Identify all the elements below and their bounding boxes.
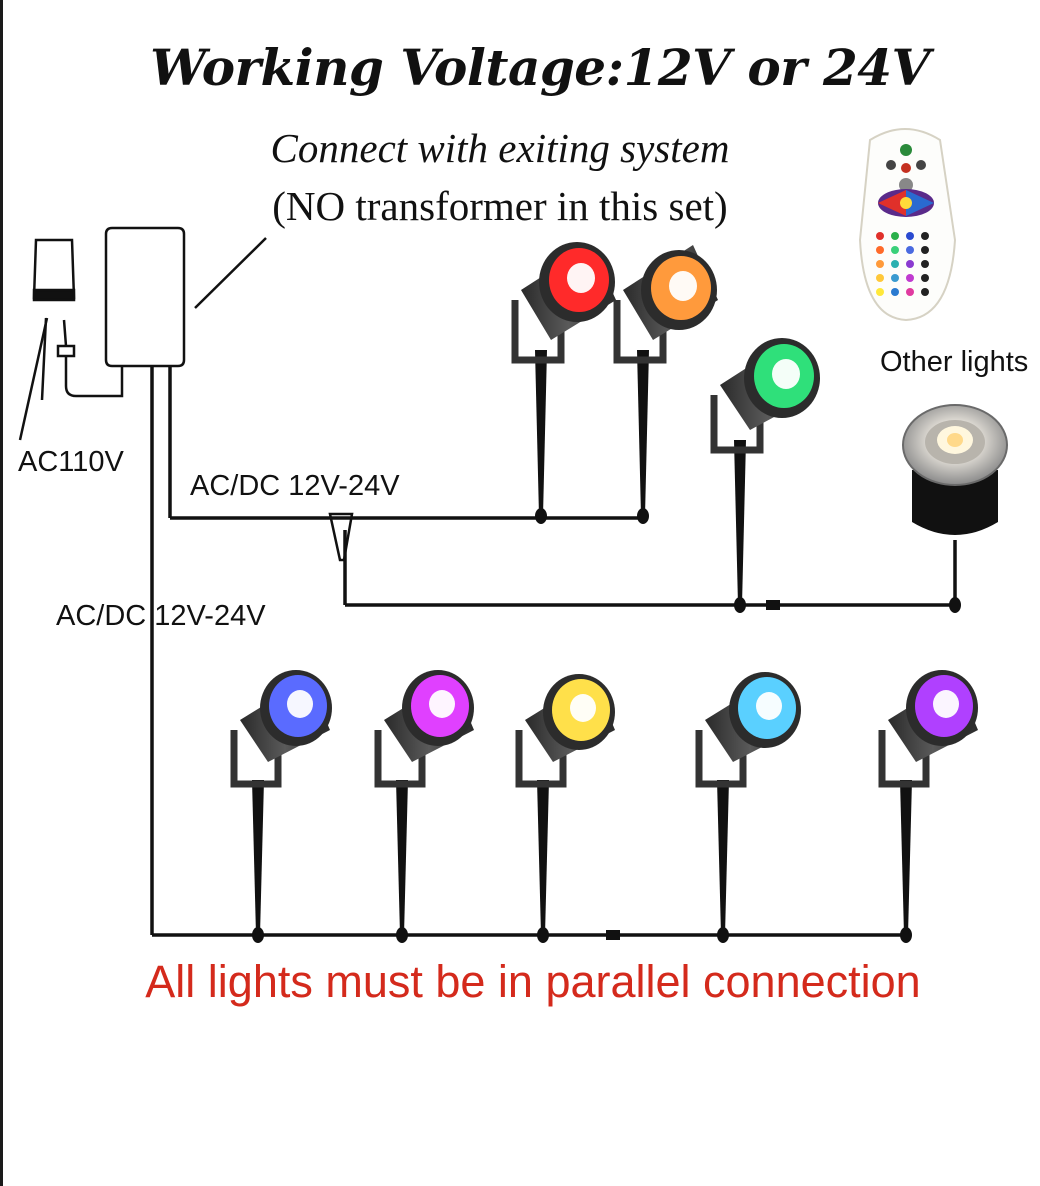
- spotlight-magenta: [374, 670, 474, 935]
- parallel-connection-note: All lights must be in parallel connectio…: [145, 956, 921, 1007]
- spotlight-cyan: [695, 672, 801, 935]
- subtitle-connect: Connect with exiting system: [270, 125, 730, 171]
- remote-color-buttons: [876, 232, 929, 296]
- left-frame-edge: [0, 0, 3, 1186]
- spotlight-orange: [613, 245, 718, 516]
- other-lights-label: Other lights: [880, 346, 1029, 378]
- subtitle-no-transformer: (NO transformer in this set): [272, 183, 728, 229]
- power-plug-icon: [18, 238, 124, 441]
- spotlight-green: [710, 338, 820, 605]
- wiring-lines: [150, 366, 957, 937]
- junction-dots: [252, 508, 961, 943]
- spotlight-blue: [230, 670, 332, 935]
- spotlight-purple: [878, 670, 978, 935]
- spotlight-yellow: [515, 674, 615, 935]
- branch-voltage-label: AC/DC 12V-24V: [190, 470, 400, 502]
- remote-control-icon: [858, 128, 957, 322]
- inground-light-icon: [902, 404, 1008, 535]
- mains-voltage-label: AC110V: [18, 446, 124, 478]
- main-line-voltage-label: AC/DC 12V-24V: [56, 600, 266, 632]
- diagram-title: Working Voltage:12V or 24V: [150, 38, 930, 97]
- transformer-icon: [104, 226, 267, 368]
- spotlight-red: [511, 242, 616, 516]
